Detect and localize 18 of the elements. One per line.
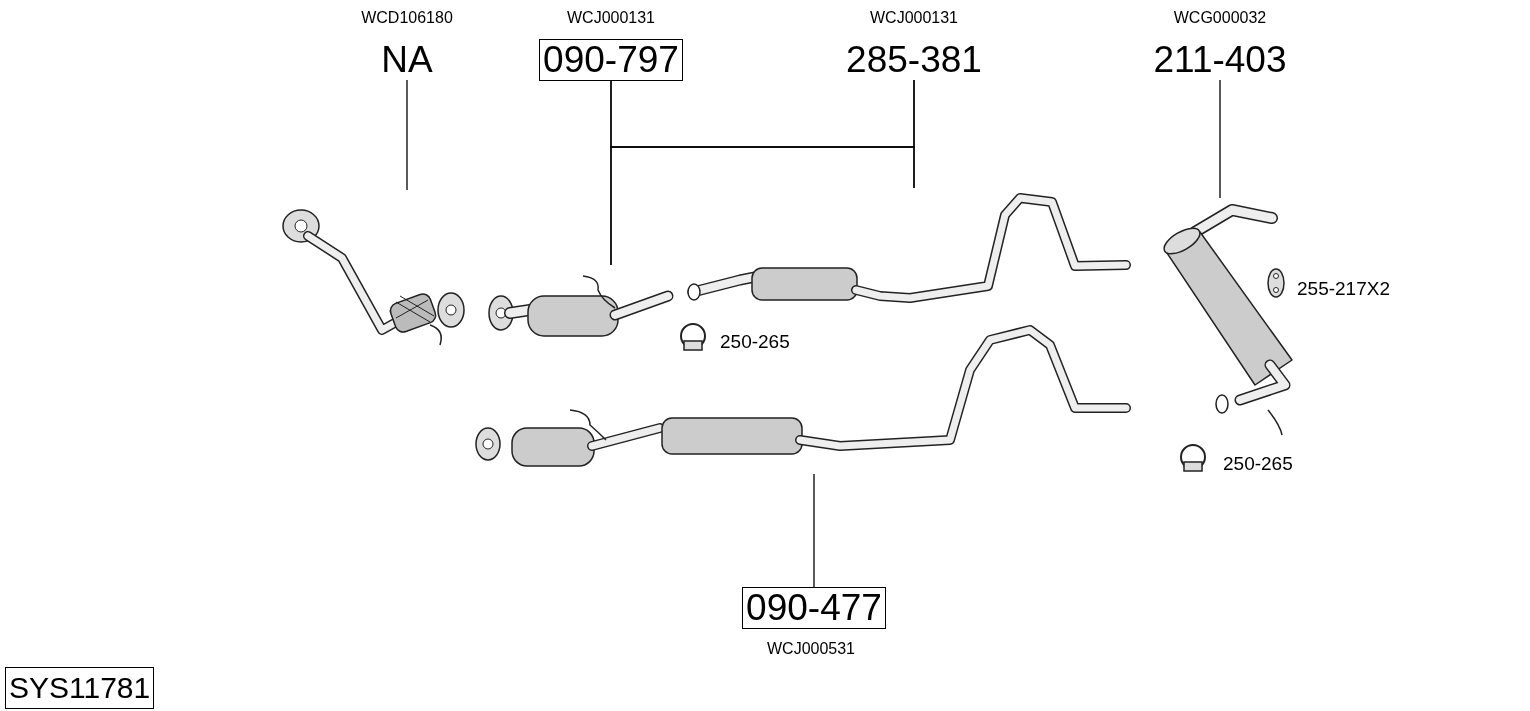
part-code: WCG000032 [1173, 9, 1267, 27]
leader-line [813, 473, 815, 588]
part-number: SYS11781 [5, 667, 155, 709]
part-number: 090-477 [742, 587, 886, 629]
part-code: WCJ000531 [766, 640, 855, 658]
leader-line [406, 79, 408, 191]
part-code: WCJ000131 [566, 9, 655, 27]
part-code: WCJ000131 [869, 9, 958, 27]
part-number: 090-797 [539, 39, 683, 81]
part-code: WCD106180 [361, 9, 453, 27]
leader-line [1219, 79, 1221, 199]
part-number: 250-265 [720, 331, 790, 353]
part-number: 211-403 [1150, 40, 1290, 80]
part-number: 285-381 [843, 40, 985, 80]
leader-line [913, 79, 915, 189]
part-number: 255-217X2 [1297, 278, 1390, 300]
part-number: NA [378, 40, 436, 80]
part-number: 250-265 [1223, 453, 1293, 475]
